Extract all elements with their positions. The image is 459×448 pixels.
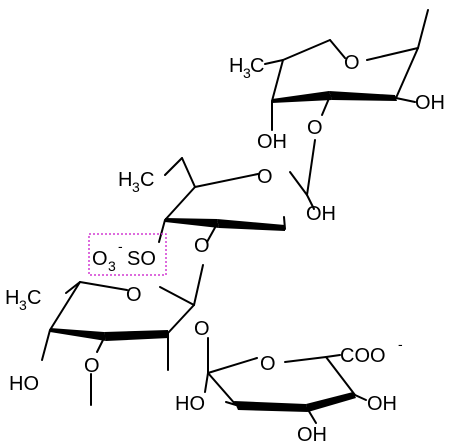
left-methyl-subscript: 3 [19, 297, 27, 313]
sulfate-oxygen: O [92, 248, 108, 270]
sulfate-charge: - [118, 238, 123, 254]
middle-ring-oxygen: O [257, 166, 273, 188]
middle-methyl-c: C [140, 169, 154, 191]
middle-linkage-oxygen: O [194, 235, 210, 257]
carboxylate: COO [340, 345, 386, 367]
methoxy-oxygen: O [84, 355, 100, 377]
bond [282, 39, 331, 61]
bond [65, 281, 81, 294]
bond [395, 97, 416, 103]
bond [204, 372, 209, 393]
bond-wedge [272, 91, 332, 103]
bond [158, 219, 166, 243]
bond [181, 157, 196, 188]
bond-wedge [104, 330, 169, 341]
bond [264, 59, 284, 65]
top-methyl-h: H [229, 55, 243, 77]
bond [329, 39, 346, 59]
bond [325, 354, 341, 358]
carboxylate-charge: - [398, 336, 403, 352]
bond [306, 194, 315, 210]
bond [306, 139, 316, 196]
bond-wedge [50, 328, 106, 341]
left-ring-oxygen: O [126, 284, 142, 306]
top-methyl-subscript: 3 [243, 65, 251, 81]
bond-wedge [329, 91, 397, 101]
left-methyl-c: C [27, 287, 41, 309]
top-methyl-c: C [250, 55, 264, 77]
bottom-right-hydroxyl: OH [367, 393, 397, 415]
bond [193, 264, 204, 306]
top-hydroxyl: OH [415, 92, 445, 114]
bond [164, 157, 183, 176]
bond [41, 329, 51, 361]
top-ring-oxygen: O [344, 52, 360, 74]
bond [167, 304, 195, 334]
bond [325, 356, 356, 396]
bond [395, 47, 419, 99]
bond [284, 356, 327, 363]
bond [207, 372, 237, 406]
top-left-hydroxyl: OH [257, 131, 287, 153]
bond-wedge [306, 392, 356, 412]
top-linkage-oxygen: O [307, 117, 323, 139]
left-linkage-oxygen: O [194, 318, 210, 340]
left-ring [41, 264, 204, 406]
middle-methyl-h: H [118, 169, 132, 191]
middle-methyl-subscript: 3 [132, 179, 140, 195]
bond [79, 281, 128, 291]
bond [159, 286, 195, 306]
bond [194, 173, 259, 188]
bond [49, 281, 81, 331]
middle-ring [158, 139, 316, 243]
top-ring [264, 9, 429, 131]
left-hydroxyl: HO [9, 373, 39, 395]
bottom-left-hydroxyl: HO [175, 393, 205, 415]
bond [225, 401, 237, 406]
bond [271, 59, 284, 102]
bond [164, 186, 196, 221]
left-methyl-h: H [5, 287, 19, 309]
bottom-ring [204, 337, 367, 424]
sulfate-so: SO [127, 248, 156, 270]
sulfate-subscript: 3 [108, 258, 116, 274]
sulfate-highlight-box [88, 233, 167, 276]
bond [207, 357, 258, 374]
bond [354, 394, 367, 401]
bond [366, 47, 419, 61]
bottom-ring-oxygen: O [260, 353, 276, 375]
bond-wedge [165, 218, 219, 228]
bond-wedge [217, 219, 285, 231]
bottom-hydroxyl: OH [297, 424, 327, 446]
bond [289, 171, 308, 196]
bond [417, 9, 429, 49]
bond-wedge [234, 401, 308, 412]
middle-hydroxyl: OH [306, 203, 336, 225]
